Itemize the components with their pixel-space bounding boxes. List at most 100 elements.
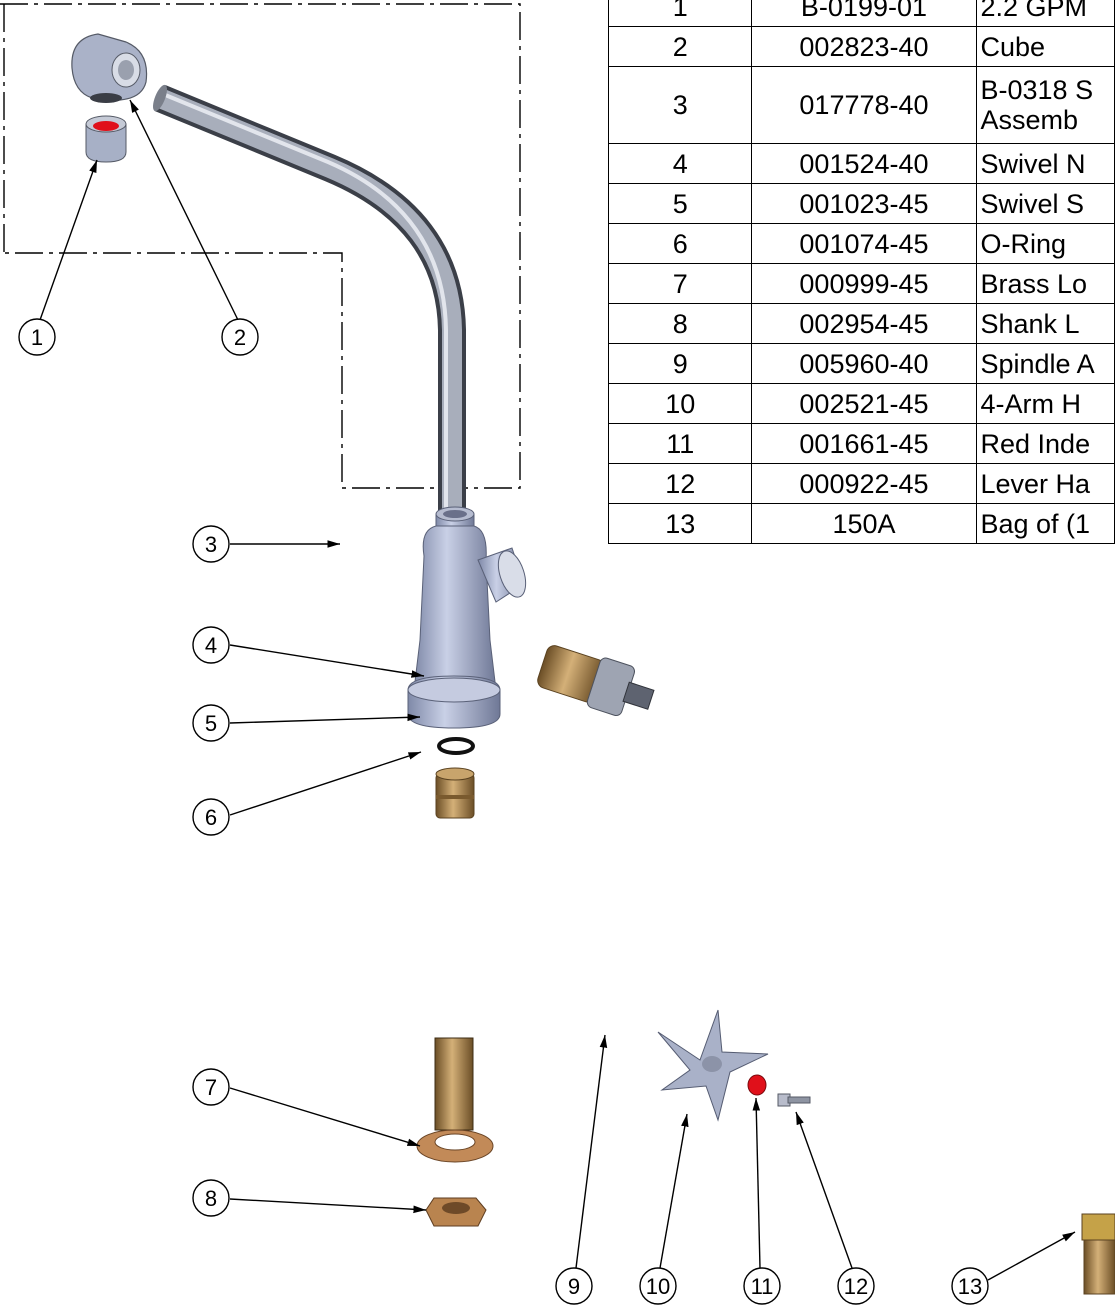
- svg-text:10: 10: [646, 1274, 670, 1299]
- four-arm-handle: [657, 1009, 769, 1122]
- leader-line-11: [752, 1097, 761, 1269]
- callout-11: 11: [743, 1267, 781, 1305]
- svg-text:8: 8: [205, 1186, 217, 1211]
- callout-5: 5: [192, 704, 230, 742]
- assembly-boundary: [0, 3, 521, 489]
- item-number-cell: 10: [607, 383, 753, 424]
- item-number-cell: 5: [607, 183, 753, 224]
- svg-text:12: 12: [844, 1274, 868, 1299]
- leader-line-2: [129, 99, 239, 321]
- svg-text:11: 11: [751, 1274, 774, 1299]
- item-number-cell: 4: [607, 143, 753, 184]
- callout-2: 2: [221, 318, 259, 356]
- svg-text:4: 4: [205, 633, 217, 658]
- part-number-cell: 002823-40: [751, 26, 977, 67]
- item-number-cell: 1: [607, 0, 753, 27]
- leader-line-7: [229, 1087, 421, 1147]
- part-number-cell: 017778-40: [751, 66, 977, 144]
- leader-line-1: [39, 159, 98, 321]
- threaded-shank: [434, 1037, 474, 1131]
- callout-7: 7: [192, 1068, 230, 1106]
- item-number-cell: 8: [607, 303, 753, 344]
- leader-line-12: [795, 1111, 853, 1269]
- callout-9: 9: [555, 1267, 593, 1305]
- callout-10: 10: [639, 1267, 677, 1305]
- cube-fitting: [71, 33, 148, 103]
- red-index-button: [747, 1074, 767, 1096]
- item-number-cell: 9: [607, 343, 753, 384]
- svg-text:5: 5: [205, 711, 217, 736]
- svg-text:9: 9: [568, 1274, 580, 1299]
- brass-nipple: [435, 767, 475, 819]
- callout-13: 13: [951, 1267, 989, 1305]
- item-number-cell: 2: [607, 26, 753, 67]
- part-number-cell: 002954-45: [751, 303, 977, 344]
- item-number-cell: 6: [607, 223, 753, 264]
- callout-12: 12: [837, 1267, 875, 1305]
- faucet-body: [407, 506, 527, 729]
- description-cell: 4-Arm H: [975, 383, 1115, 424]
- bag-part: [1081, 1213, 1115, 1295]
- leader-line-5: [229, 713, 421, 724]
- part-number-cell: 150A: [751, 503, 977, 544]
- part-number-cell: 000922-45: [751, 463, 977, 504]
- shank-locknut: [425, 1197, 487, 1227]
- description-cell: Shank L: [975, 303, 1115, 344]
- description-cell: Swivel N: [975, 143, 1115, 184]
- part-number-cell: 001074-45: [751, 223, 977, 264]
- part-number-cell: 002521-45: [751, 383, 977, 424]
- callout-8: 8: [192, 1179, 230, 1217]
- description-cell: Red Inde: [975, 423, 1115, 464]
- description-cell: Swivel S: [975, 183, 1115, 224]
- part-number-cell: 000999-45: [751, 263, 977, 304]
- item-number-cell: 12: [607, 463, 753, 504]
- svg-text:7: 7: [205, 1075, 217, 1100]
- leader-line-6: [229, 751, 422, 816]
- leader-line-8: [229, 1198, 427, 1214]
- leader-line-13: [987, 1231, 1076, 1281]
- leader-line-10: [659, 1113, 689, 1269]
- aerator: [85, 115, 127, 163]
- description-cell: Bag of (1: [975, 503, 1115, 544]
- description-cell: O-Ring: [975, 223, 1115, 264]
- item-number-cell: 7: [607, 263, 753, 304]
- callout-6: 6: [192, 798, 230, 836]
- callout-4: 4: [192, 626, 230, 664]
- leader-line-9: [575, 1034, 608, 1269]
- part-number-cell: 001524-40: [751, 143, 977, 184]
- part-number-cell: 005960-40: [751, 343, 977, 384]
- svg-text:6: 6: [205, 805, 217, 830]
- callout-1: 1: [18, 318, 56, 356]
- item-number-cell: 3: [607, 66, 753, 144]
- part-number-cell: B-0199-01: [751, 0, 977, 27]
- svg-text:1: 1: [31, 325, 43, 350]
- svg-text:3: 3: [205, 532, 217, 557]
- description-cell: Brass Lo: [975, 263, 1115, 304]
- spindle-assembly: [537, 645, 655, 717]
- spout-tube: [153, 84, 466, 660]
- callout-3: 3: [192, 525, 230, 563]
- part-number-cell: 001023-45: [751, 183, 977, 224]
- part-number-cell: 001661-45: [751, 423, 977, 464]
- description-cell: Lever Ha: [975, 463, 1115, 504]
- item-number-cell: 11: [607, 423, 753, 464]
- svg-text:13: 13: [958, 1274, 982, 1299]
- leader-line-4: [229, 644, 425, 678]
- description-cell: B-0318 S Assemb: [975, 66, 1115, 144]
- brass-washer: [416, 1129, 494, 1163]
- description-cell: 2.2 GPM: [975, 0, 1115, 27]
- description-cell: Cube: [975, 26, 1115, 67]
